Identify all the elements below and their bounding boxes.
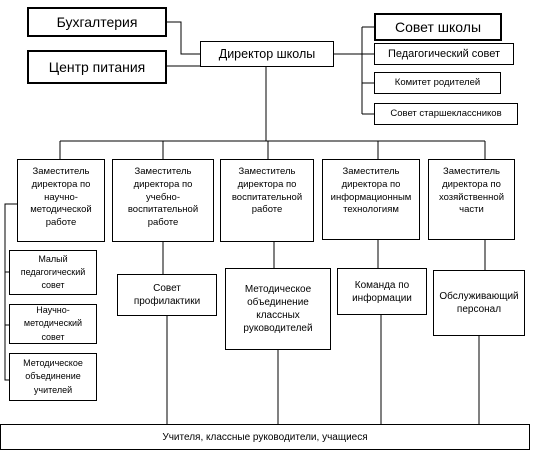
methodical-council-label: Научно-методический совет (23, 305, 83, 342)
deputy-economic-label: Заместитель директора по хозяйственной ч… (438, 166, 505, 216)
deputy-it-box: Заместитель директора по информационным … (322, 159, 420, 240)
director-label: Директор школы (218, 46, 316, 61)
bottom-label: Учителя, классные руководители, учащиеся (162, 431, 368, 443)
teachers-association-label: Методическое объединение учителей (23, 358, 83, 395)
deputy-methodical-label: Заместитель директора по научно-методиче… (30, 166, 92, 229)
accounting-label: Бухгалтерия (56, 13, 138, 30)
parents-committee-label: Комитет родителей (394, 76, 481, 88)
food-center-label: Центр питания (48, 58, 146, 75)
deputy-economic-box: Заместитель директора по хозяйственной ч… (428, 159, 515, 240)
director-box: Директор школы (200, 41, 334, 67)
small-pedagogical-council-label: Малый педагогический совет (20, 253, 86, 291)
pedagogical-council-label: Педагогический совет (387, 47, 501, 60)
food-center-box: Центр питания (27, 50, 167, 84)
teachers-association-box: Методическое объединение учителей (9, 353, 97, 401)
school-council-label: Совет школы (394, 18, 482, 35)
information-team-box: Команда по информации (337, 268, 427, 315)
senior-council-label: Совет старшеклассников (390, 107, 502, 119)
bottom-bar: Учителя, классные руководители, учащиеся (0, 424, 530, 450)
deputy-upbringing-label: Заместитель директора по воспитательной … (231, 166, 303, 216)
accounting-box: Бухгалтерия (27, 7, 167, 37)
deputy-methodical-box: Заместитель директора по научно-методиче… (17, 159, 105, 242)
methodical-council-box: Научно-методический совет (9, 304, 97, 344)
deputy-educational-label: Заместитель директора по учебно-воспитат… (127, 166, 199, 229)
deputy-upbringing-box: Заместитель директора по воспитательной … (220, 159, 314, 242)
class-teachers-association-label: Методическое объединение классных руково… (243, 284, 313, 334)
deputy-it-label: Заместитель директора по информационным … (330, 166, 412, 216)
class-teachers-association-box: Методическое объединение классных руково… (225, 268, 331, 350)
senior-council-box: Совет старшеклассников (374, 103, 518, 125)
school-council-box: Совет школы (374, 13, 502, 41)
line-accounting-director (166, 21, 200, 55)
service-staff-label: Обслуживающий персонал (439, 291, 519, 315)
line-methodical-subunits (4, 203, 17, 381)
parents-committee-box: Комитет родителей (374, 72, 501, 94)
service-staff-box: Обслуживающий персонал (433, 270, 525, 336)
prevention-council-label: Совет профилактики (133, 283, 201, 307)
prevention-council-box: Совет профилактики (117, 274, 217, 316)
pedagogical-council-box: Педагогический совет (374, 43, 514, 65)
small-pedagogical-council-box: Малый педагогический совет (9, 250, 97, 295)
deputy-educational-box: Заместитель директора по учебно-воспитат… (112, 159, 214, 242)
information-team-label: Команда по информации (352, 279, 412, 304)
